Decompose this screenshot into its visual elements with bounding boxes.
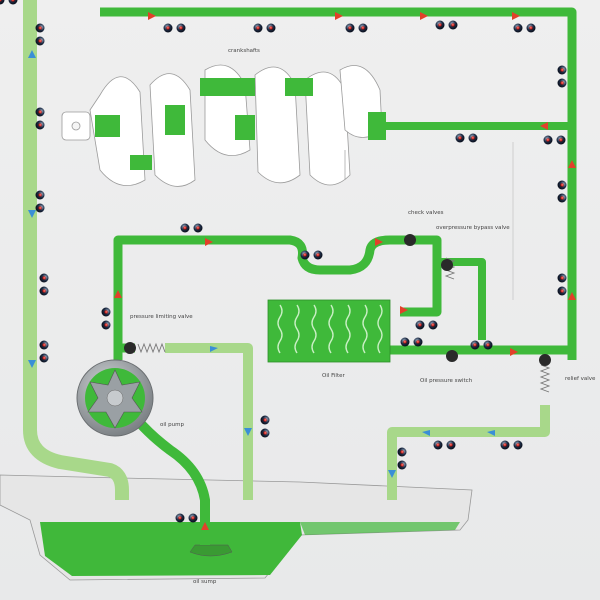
sump-oil-level (40, 522, 302, 576)
return-pipes (23, 0, 550, 500)
oil-sump (0, 474, 473, 581)
label-oil-pressure-switch: Oil pressure switch (420, 378, 473, 384)
led-pair-icon (0, 0, 567, 523)
label-relief-valve: relief valve (565, 376, 596, 382)
label-oil-sump: oil sump (193, 579, 217, 585)
label-check-valves: check valves (408, 210, 444, 216)
sump-pickup-icon (189, 544, 233, 557)
label-crankshafts: crankshafts (228, 48, 260, 54)
label-oil-filter: Oil Filter (322, 373, 345, 379)
flow-arrow-icon (28, 12, 576, 530)
oil-pump-icon (76, 359, 154, 437)
diagram-labels: crankshafts check valves overpressure by… (130, 48, 596, 585)
valve-icon (124, 234, 551, 366)
label-oil-pump: oil pump (160, 422, 185, 428)
label-pressure-limiting-valve: pressure limiting valve (130, 314, 193, 320)
crankshaft-icon (61, 64, 514, 300)
oil-filter-icon (267, 299, 391, 363)
label-overpressure-bypass-valve: overpressure bypass valve (436, 225, 510, 231)
